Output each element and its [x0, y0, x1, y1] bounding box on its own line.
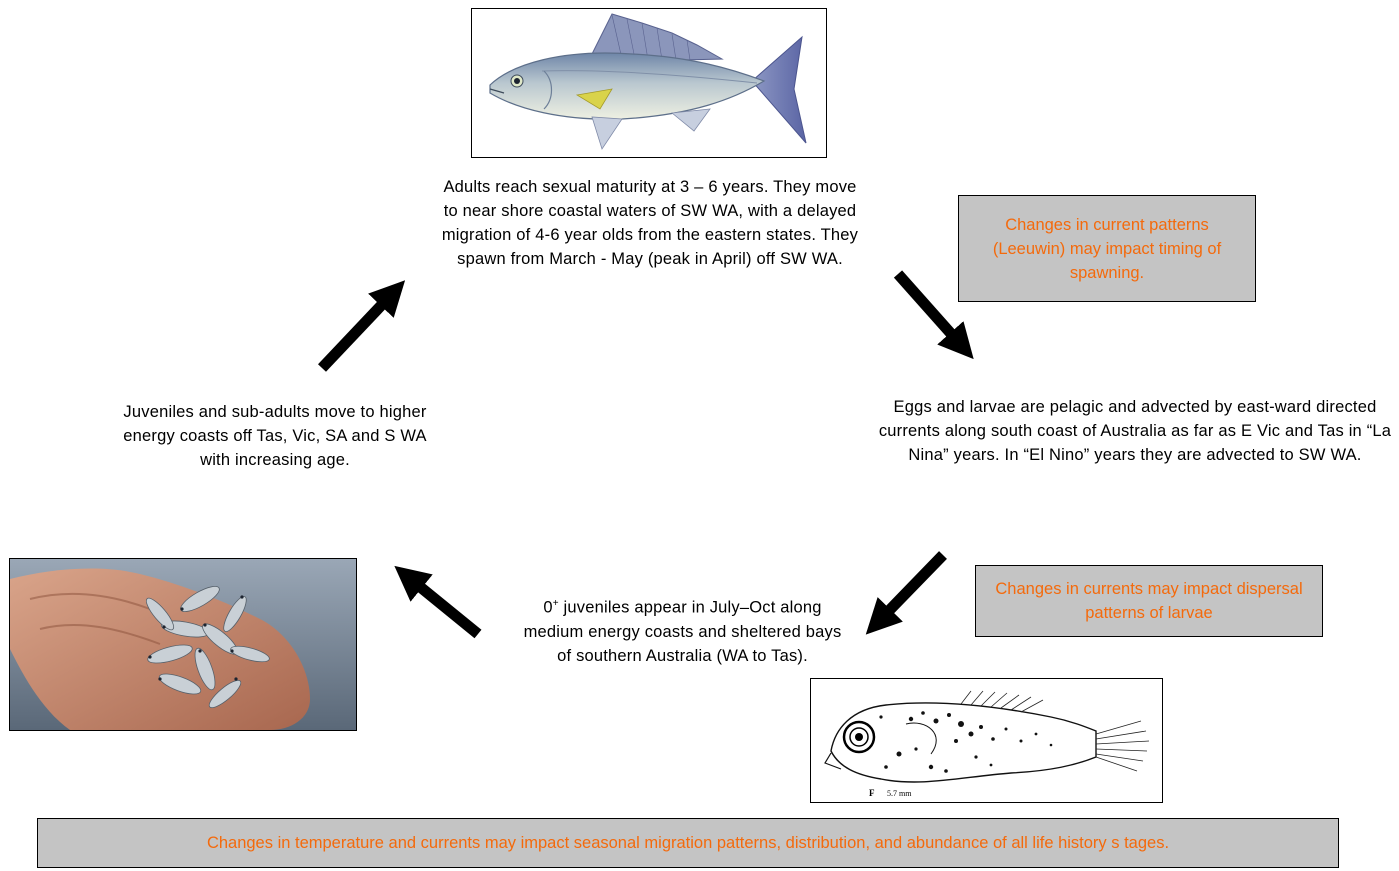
arrow-juveniles-to-subadults — [408, 577, 478, 634]
arrow-eggs-to-juveniles — [878, 555, 943, 622]
arrow-subadults-to-adults — [322, 293, 393, 368]
arrow-spawning-to-eggs — [898, 274, 962, 346]
global-impact-note: Changes in temperature and currents may … — [37, 818, 1339, 868]
